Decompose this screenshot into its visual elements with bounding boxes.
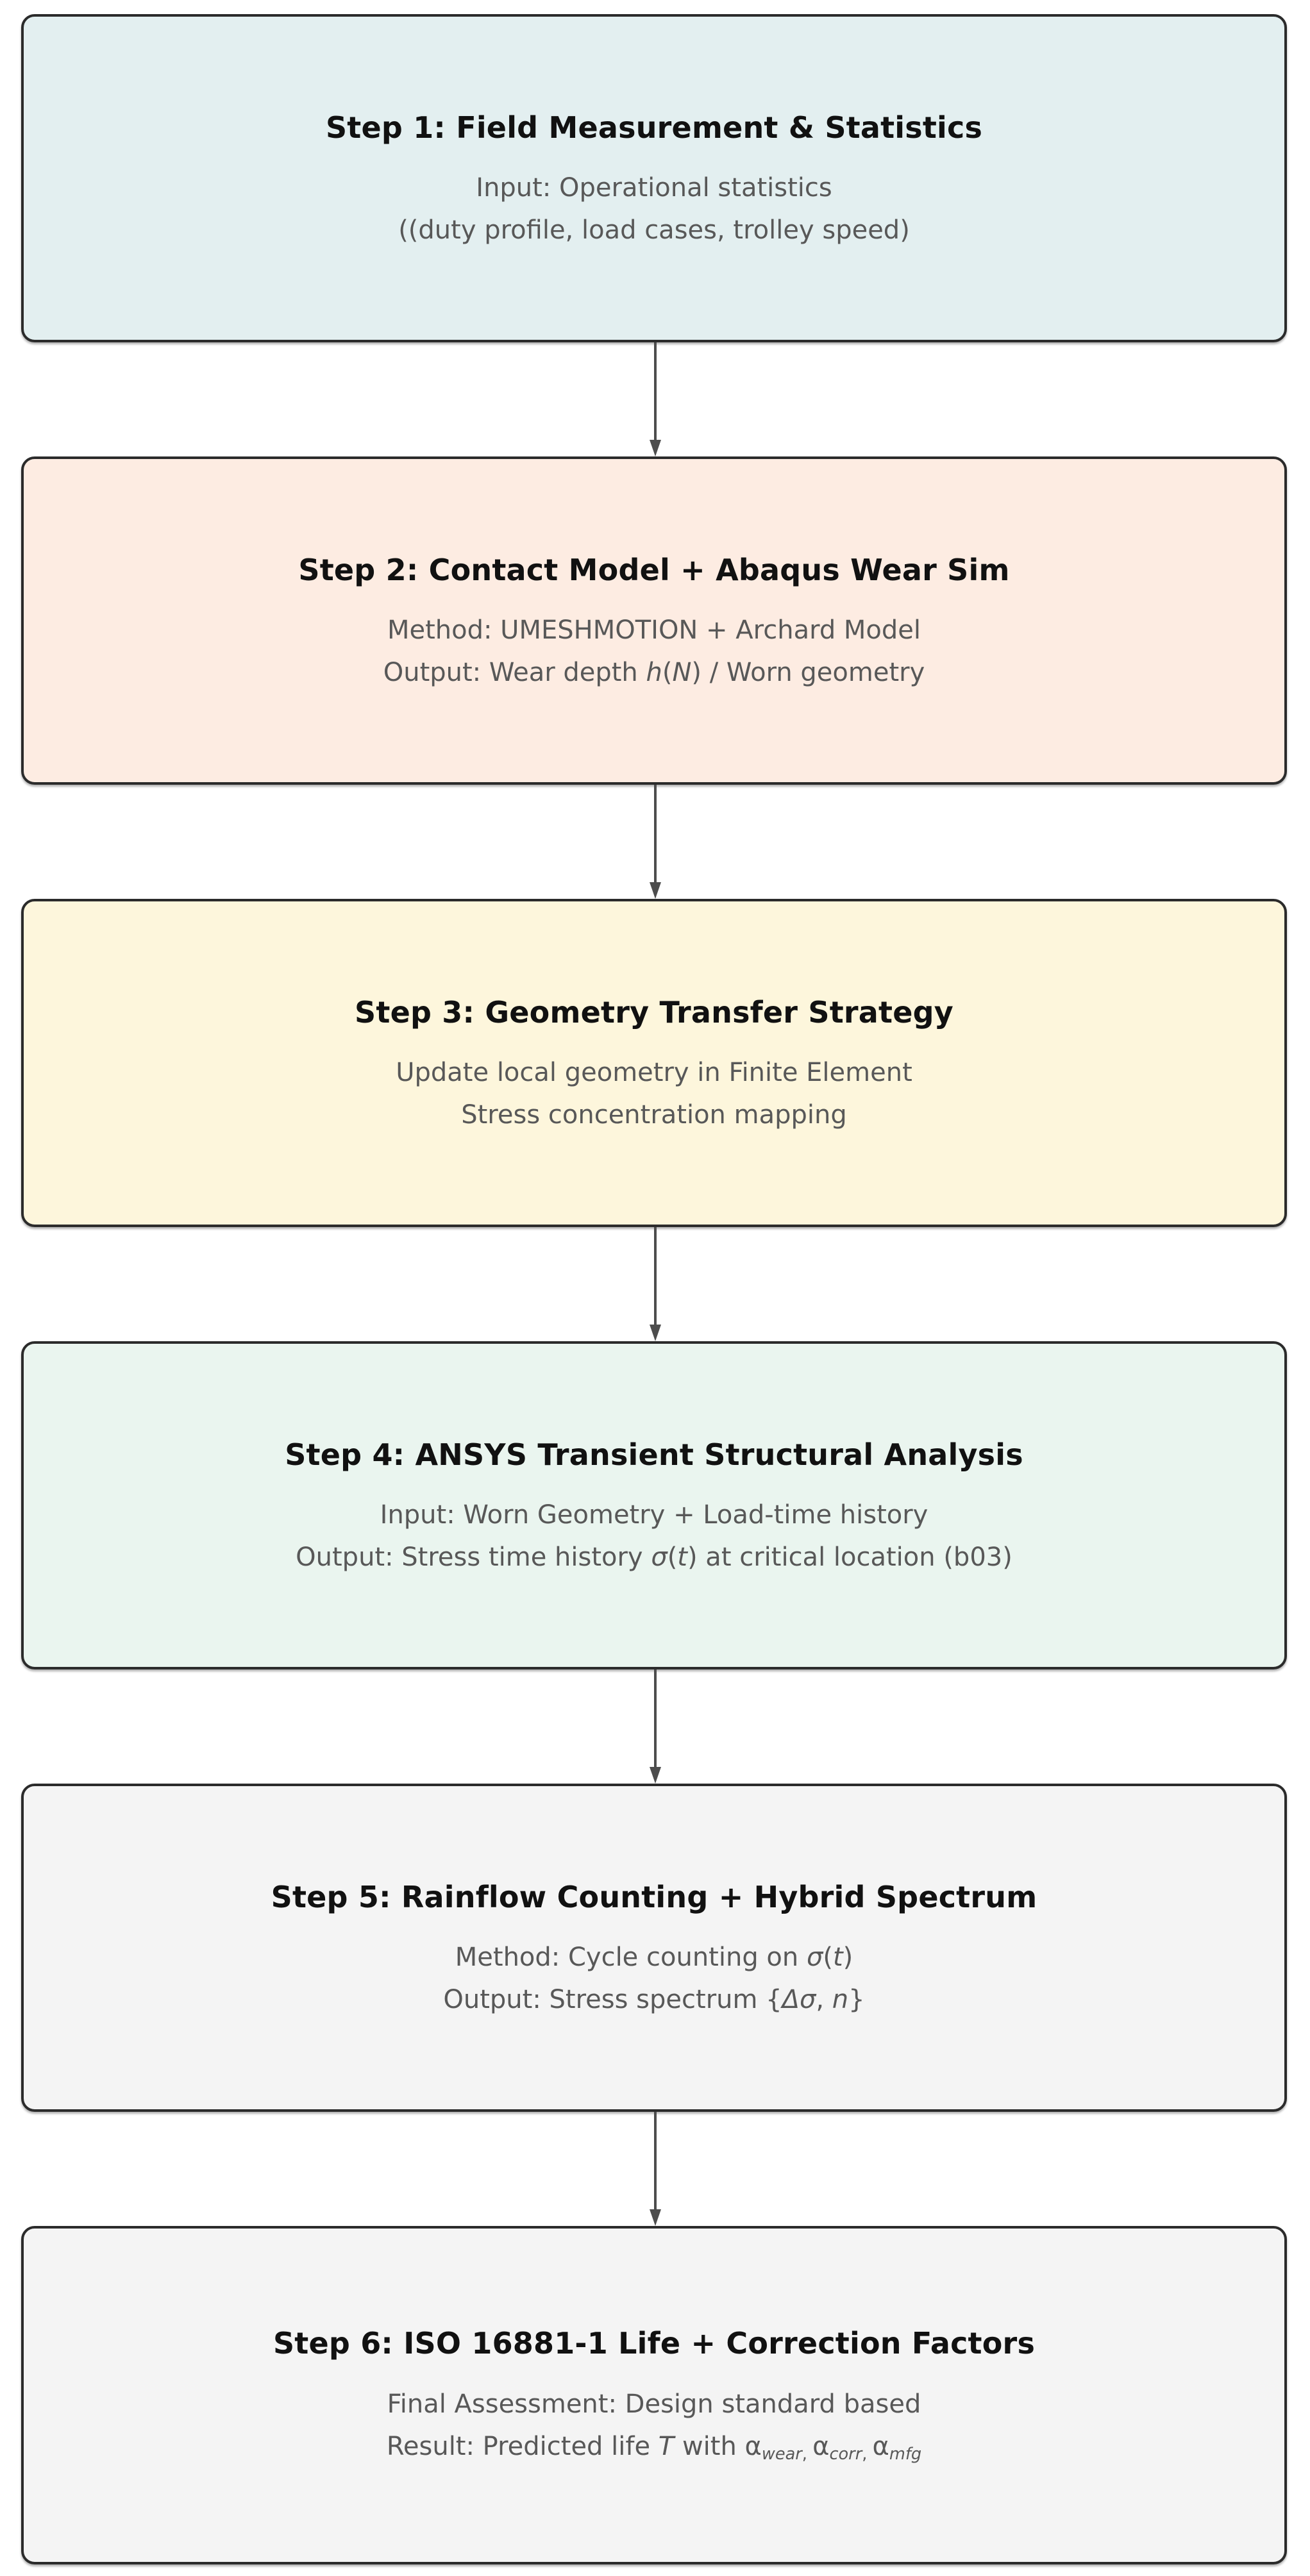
node-title-step-1: Step 1: Field Measurement & Statistics: [325, 110, 983, 145]
symbol-sigma: σ: [651, 1543, 668, 1573]
flow-node-step-3[interactable]: Step 3: Geometry Transfer Strategy Updat…: [21, 899, 1287, 1227]
text-suffix: / Worn geometry: [701, 658, 925, 688]
arrow-head-icon: [650, 882, 661, 899]
arrow-shaft: [654, 2112, 657, 2209]
flow-node-step-2[interactable]: Step 2: Contact Model + Abaqus Wear Sim …: [21, 456, 1287, 785]
text-prefix: Output: Stress time history: [296, 1543, 651, 1573]
paren-close: ): [687, 1543, 698, 1573]
paren-close: ): [691, 658, 701, 688]
node-title-step-3: Step 3: Geometry Transfer Strategy: [355, 994, 953, 1030]
arrow-shaft: [654, 785, 657, 882]
symbol-delta-sigma: Δσ: [782, 1985, 816, 2015]
node-line-step-6-result: Result: Predicted life T with αwear, αco…: [371, 2431, 937, 2464]
text-prefix: Output: Stress spectrum {: [443, 1985, 782, 2015]
symbol-n: n: [832, 1985, 849, 2015]
symbol-sigma: σ: [806, 1943, 823, 1973]
subscript-comma: ,: [802, 2444, 813, 2464]
symbol-N: N: [672, 658, 692, 688]
node-line-step-1-input: Input: Operational statistics: [476, 173, 832, 203]
flow-edge-5-to-6: [650, 2112, 661, 2226]
text-prefix: Output: Wear depth: [383, 658, 646, 688]
paren-open: (: [823, 1943, 833, 1973]
node-line-step-2-output: Output: Wear depth h(N) / Worn geometry: [368, 657, 941, 688]
text-prefix: Method: Cycle counting on: [455, 1943, 807, 1973]
node-line-step-2-method: Method: UMESHMOTION + Archard Model: [387, 615, 921, 646]
node-title-step-2: Step 2: Contact Model + Abaqus Wear Sim: [298, 552, 1010, 587]
flow-node-step-4[interactable]: Step 4: ANSYS Transient Structural Analy…: [21, 1341, 1287, 1669]
subscript-wear: wear: [761, 2444, 802, 2464]
subscript-mfg: mfg: [889, 2444, 922, 2464]
paren-open: (: [662, 658, 673, 688]
node-line-step-3-mapping: Stress concentration mapping: [461, 1100, 847, 1130]
symbol-T: T: [658, 2431, 675, 2461]
paren-close: ): [843, 1943, 853, 1973]
arrow-shaft: [654, 1227, 657, 1325]
text-with: with: [674, 2431, 745, 2461]
brace-close: }: [848, 1985, 865, 2015]
node-line-step-5-output: Output: Stress spectrum {Δσ, n}: [428, 1984, 880, 2015]
node-line-step-3-update: Update local geometry in Finite Element: [396, 1058, 912, 1088]
symbol-alpha-wear: α: [744, 2431, 762, 2461]
arrow-head-icon: [650, 1767, 661, 1784]
subscript-comma: ,: [862, 2444, 873, 2464]
arrow-shaft: [654, 1669, 657, 1767]
subscript-corr: corr: [829, 2444, 862, 2464]
node-title-step-6: Step 6: ISO 16881-1 Life + Correction Fa…: [273, 2325, 1036, 2361]
node-line-step-4-input: Input: Worn Geometry + Load-time history: [380, 1500, 928, 1530]
symbol-t: t: [832, 1943, 843, 1973]
arrow-head-icon: [650, 1325, 661, 1341]
symbol-h: h: [646, 658, 662, 688]
flow-edge-1-to-2: [650, 342, 661, 456]
symbol-alpha-corr: α: [812, 2431, 830, 2461]
flow-node-step-1[interactable]: Step 1: Field Measurement & Statistics I…: [21, 14, 1287, 342]
arrow-head-icon: [650, 440, 661, 456]
paren-open: (: [667, 1543, 678, 1573]
flow-edge-4-to-5: [650, 1669, 661, 1784]
flow-edge-3-to-4: [650, 1227, 661, 1341]
arrow-shaft: [654, 342, 657, 440]
node-title-step-5: Step 5: Rainflow Counting + Hybrid Spect…: [271, 1879, 1037, 1914]
separator: ,: [816, 1985, 832, 2015]
arrow-head-icon: [650, 2209, 661, 2226]
node-line-step-5-method: Method: Cycle counting on σ(t): [440, 1942, 868, 1973]
flow-node-step-6[interactable]: Step 6: ISO 16881-1 Life + Correction Fa…: [21, 2226, 1287, 2564]
node-line-step-6-assessment: Final Assessment: Design standard based: [387, 2389, 921, 2419]
flow-node-step-5[interactable]: Step 5: Rainflow Counting + Hybrid Spect…: [21, 1784, 1287, 2112]
node-title-step-4: Step 4: ANSYS Transient Structural Analy…: [285, 1437, 1023, 1472]
symbol-t: t: [677, 1543, 687, 1573]
symbol-alpha-mfg: α: [872, 2431, 889, 2461]
text-prefix: Result: Predicted life: [386, 2431, 659, 2461]
flow-edge-2-to-3: [650, 785, 661, 899]
node-line-step-4-output: Output: Stress time history σ(t) at crit…: [280, 1542, 1028, 1573]
node-line-step-1-detail: ((duty profile, load cases, trolley spee…: [398, 215, 910, 246]
text-suffix: at critical location (b03): [697, 1543, 1012, 1573]
